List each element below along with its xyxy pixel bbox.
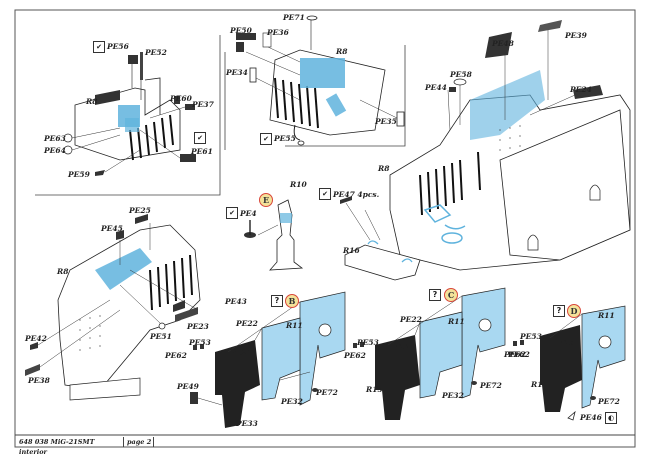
part-label: R10 [290,180,307,189]
check-icon: ✔ [226,207,238,219]
variant-badge-d: D [567,304,581,318]
part-label: PE22 [236,319,258,328]
part-label: PE53 [189,338,211,347]
part-label: PE49 [177,382,199,391]
check-icon: ✔ [194,132,206,144]
part-label: PE43 [225,297,247,306]
right-fuselage-drawing [389,20,631,271]
part-label: R11 [286,321,303,330]
part-label: PE44 [425,83,447,92]
part-label: PE71 [283,13,305,22]
part-label: R8 [86,97,98,106]
part-label: PE22 [400,315,422,324]
part-label: PE33 [236,419,258,428]
colour-icon: ◐ [605,412,617,424]
lower-left-cockpit-drawing [25,214,201,401]
part-label: R14 [531,380,548,389]
part-label: PE34 [226,68,248,77]
part-label: PE61 [191,147,213,156]
check-icon: ✔ [319,188,331,200]
inset-frame-left [35,35,221,196]
part-label: PE72 [480,381,502,390]
part-label: R11 [598,311,615,320]
part-label: PE42 [25,334,47,343]
part-label: PE48 [492,39,514,48]
upper-left-console-drawing [63,52,196,176]
part-label: PE32 [442,391,464,400]
part-label: PE35 [375,117,397,126]
part-label: PE47 4pcs. [333,190,380,199]
part-label: PE39 [565,31,587,40]
variant-badge-e: E [259,193,273,207]
page-number: page 2 [124,437,154,447]
part-label: PE64 [44,146,66,155]
panel-set-b-drawing [190,291,346,428]
question-icon: ? [429,289,441,301]
inset-frame-center [224,45,406,150]
part-label: R16 [343,246,360,255]
part-label: PE21 [230,348,252,357]
part-label: PE60 [170,94,192,103]
part-label: PE45 [101,224,123,233]
part-label: R12 [392,342,409,351]
part-label: PE52 [145,48,167,57]
part-label: PE37 [192,100,214,109]
part-label: PE62 [344,351,366,360]
part-label: PE53 [520,332,542,341]
part-label: R11 [448,317,465,326]
page-frame [14,9,636,448]
part-label: PE62 [165,351,187,360]
part-label: PE62 [504,350,526,359]
part-label: PE59 [68,170,90,179]
part-label: PE53 [357,338,379,347]
part-label: PE25 [129,206,151,215]
part-label: R8 [57,267,69,276]
variant-badge-b: B [285,294,299,308]
part-label: PE32 [281,397,303,406]
part-label: PE63 [44,134,66,143]
question-icon: ? [553,305,565,317]
check-icon: ✔ [93,41,105,53]
part-label: PE51 [150,332,172,341]
kit-code-title: 648 038 MiG-21SMT interior [16,437,124,456]
part-label: R8 [378,164,390,173]
upper-center-console-drawing [236,15,405,146]
part-label: PE46 [580,413,602,422]
part-label: PE23 [187,322,209,331]
part-label: PE62 [508,350,530,359]
part-label: PE72 [598,397,620,406]
part-label: PE55 [274,134,296,143]
variant-badge-c: C [444,288,458,302]
check-icon: ✔ [260,133,272,145]
part-label: R8 [336,47,348,56]
part-label: PE24 [570,85,592,94]
part-label: PE38 [28,376,50,385]
part-label: R13 [557,338,574,347]
panel-set-d-drawing [513,305,626,421]
part-label: PE4 [240,209,257,218]
part-label: PE50 [230,26,252,35]
part-label: R15 [366,385,383,394]
question-icon: ? [271,295,283,307]
part-label: PE36 [267,28,289,37]
panel-set-c-drawing [353,287,506,420]
seat-and-rail-drawing [244,196,421,281]
part-label: PE56 [107,42,129,51]
part-label: PE72 [316,388,338,397]
part-label: PE58 [450,70,472,79]
